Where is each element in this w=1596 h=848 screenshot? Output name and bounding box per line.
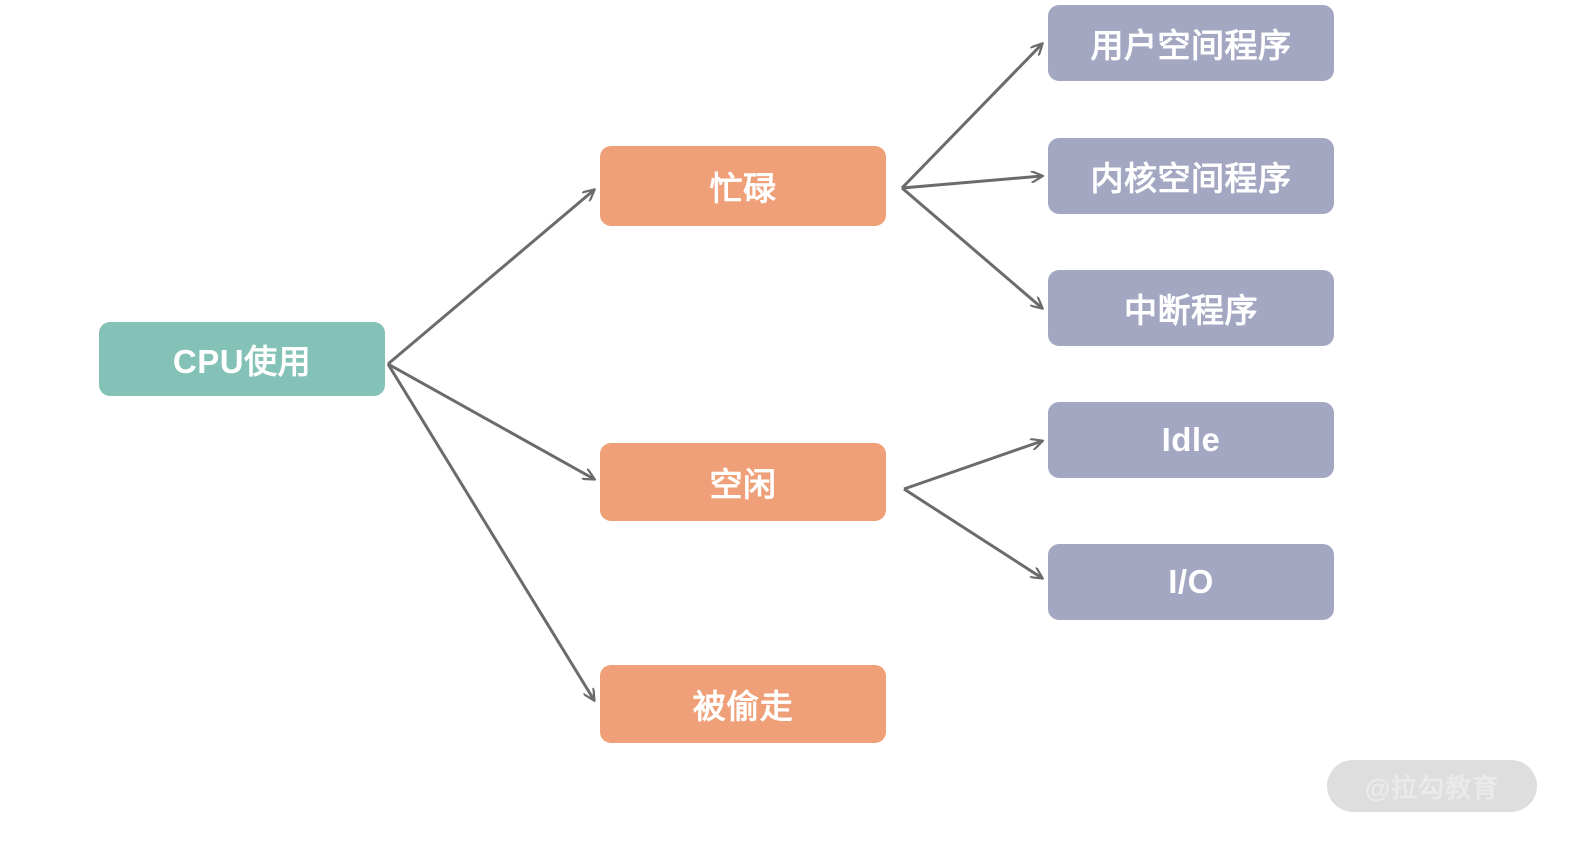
edge-busy-user xyxy=(900,44,1042,190)
watermark-badge: @拉勾教育 xyxy=(1327,760,1537,812)
edge-root-idle xyxy=(387,362,594,479)
edge-busy-intr xyxy=(901,186,1042,308)
node-stolen[interactable]: 被偷走 xyxy=(600,665,886,743)
node-kernel-space-program[interactable]: 内核空间程序 xyxy=(1048,138,1334,214)
edge-busy-kernel xyxy=(901,176,1042,190)
edge-idle-io xyxy=(903,487,1042,578)
node-idle[interactable]: 空闲 xyxy=(600,443,886,521)
node-idle-leaf[interactable]: Idle xyxy=(1048,402,1334,478)
node-user-space-program[interactable]: 用户空间程序 xyxy=(1048,5,1334,81)
node-busy[interactable]: 忙碌 xyxy=(600,146,886,226)
node-io[interactable]: I/O xyxy=(1048,544,1334,620)
edge-root-busy xyxy=(387,190,594,366)
node-cpu-usage[interactable]: CPU使用 xyxy=(99,322,385,396)
edge-root-stolen xyxy=(386,363,594,700)
edge-idle-idleleaf xyxy=(903,441,1042,491)
node-interrupt-program[interactable]: 中断程序 xyxy=(1048,270,1334,346)
